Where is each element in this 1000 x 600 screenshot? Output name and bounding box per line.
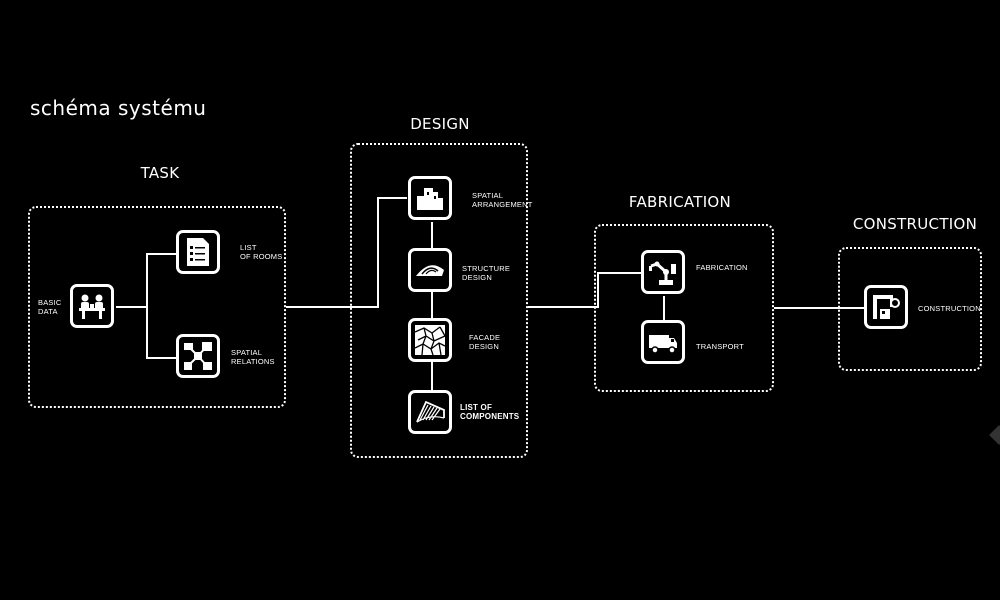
section-title-construction: CONSTRUCTION bbox=[852, 215, 978, 233]
label-construction: CONSTRUCTION bbox=[918, 304, 981, 313]
node-structure-design[interactable] bbox=[408, 248, 452, 292]
fabrication-panel bbox=[594, 224, 774, 392]
curved-surface-icon bbox=[416, 400, 445, 423]
connector-line bbox=[774, 307, 864, 309]
diagram-title: schéma systému bbox=[30, 96, 207, 120]
node-basic-data[interactable] bbox=[70, 284, 114, 328]
label-facade-design: FACADE DESIGN bbox=[469, 333, 501, 351]
section-title-task: TASK bbox=[140, 164, 180, 182]
connector-line bbox=[597, 272, 641, 274]
shell-structure-icon bbox=[416, 265, 444, 276]
connector-line bbox=[377, 197, 379, 308]
connector-line bbox=[663, 296, 665, 320]
voronoi-pattern-icon bbox=[414, 325, 446, 356]
section-title-fabrication: FABRICATION bbox=[628, 193, 732, 211]
design-panel bbox=[350, 143, 528, 458]
checklist-document-icon bbox=[187, 238, 209, 266]
node-facade-design[interactable] bbox=[408, 318, 452, 362]
connector-line bbox=[431, 222, 433, 412]
connector-line bbox=[528, 306, 598, 308]
connector-line bbox=[286, 306, 378, 308]
node-list-of-components[interactable] bbox=[408, 390, 452, 434]
construction-panel bbox=[838, 247, 982, 371]
connector-line bbox=[597, 272, 599, 308]
label-fabrication: FABRICATION bbox=[696, 263, 748, 272]
label-list-of-rooms: LIST OF ROOMS bbox=[240, 243, 283, 261]
node-fabrication[interactable] bbox=[641, 250, 685, 294]
label-structure-design: STRUCTURE DESIGN bbox=[462, 264, 511, 282]
node-transport[interactable] bbox=[641, 320, 685, 364]
meeting-people-icon bbox=[79, 294, 105, 319]
label-basic-data: BASIC DATA bbox=[38, 298, 62, 316]
task-panel bbox=[28, 206, 286, 408]
robot-arm-icon bbox=[649, 261, 676, 285]
connector-line bbox=[377, 197, 407, 199]
connector-line bbox=[146, 357, 176, 359]
truck-icon bbox=[649, 335, 677, 354]
connector-line bbox=[146, 253, 148, 359]
node-construction[interactable] bbox=[864, 285, 908, 329]
node-spatial-arrangement[interactable] bbox=[408, 176, 452, 220]
node-spatial-relations[interactable] bbox=[176, 334, 220, 378]
edge-decoration bbox=[989, 425, 1000, 445]
block-arrangement-icon bbox=[417, 188, 443, 210]
label-list-of-components: LIST OF COMPONENTS bbox=[460, 403, 520, 421]
label-transport: TRANSPORT bbox=[696, 342, 744, 351]
connector-line bbox=[116, 306, 146, 308]
label-spatial-arrangement: SPATIAL ARRANGEMENT bbox=[472, 191, 533, 209]
network-graph-icon bbox=[184, 342, 212, 370]
label-spatial-relations: SPATIAL RELATIONS bbox=[231, 348, 275, 366]
crane-robot-icon bbox=[873, 295, 900, 319]
node-list-of-rooms[interactable] bbox=[176, 230, 220, 274]
connector-line bbox=[146, 253, 176, 255]
section-title-design: DESIGN bbox=[410, 115, 470, 133]
